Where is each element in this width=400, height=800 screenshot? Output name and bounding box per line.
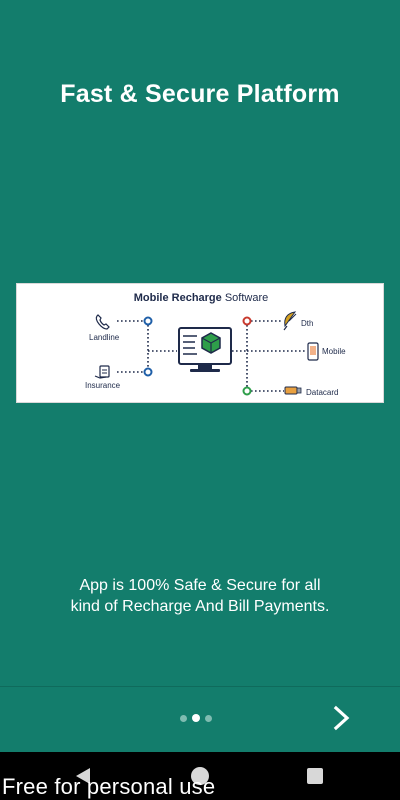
mobile-icon [307,342,319,361]
phone-icon [95,314,110,330]
usb-datacard-icon [284,386,302,395]
system-navigation-bar [0,752,400,800]
landline-label: Landline [89,333,120,342]
description-line-1: App is 100% Safe & Secure for all [79,577,321,594]
dth-label: Dth [301,319,313,328]
recent-square-icon[interactable] [307,768,323,784]
chevron-right-icon [333,705,350,731]
page-title: Fast & Secure Platform [60,80,340,108]
page-dot-3[interactable] [205,714,212,722]
satellite-dish-icon [283,311,297,331]
connector-lines [117,320,307,392]
insurance-icon [94,365,110,379]
banner-title-regular: Software [222,292,268,304]
insurance-label: Insurance [85,381,121,390]
description-line-2: kind of Recharge And Bill Payments. [70,598,330,615]
watermark-text: Free for personal use [2,774,216,799]
dth-node [242,316,252,326]
mobile-recharge-banner: Mobile Recharge Software [16,283,384,403]
next-button[interactable] [326,700,358,736]
bottom-divider [0,686,400,687]
mobile-label: Mobile [322,347,346,356]
description-text: App is 100% Safe & Secure for all kind o… [30,575,370,617]
home-circle-icon[interactable] [191,767,209,785]
back-triangle-icon[interactable] [74,766,92,786]
monitor-cube-icon [178,327,232,372]
datacard-node [242,386,252,396]
page-dot-2-active[interactable] [192,714,200,722]
insurance-node [143,367,153,377]
recharge-diagram: Mobile Recharge Software [85,292,346,397]
datacard-label: Datacard [306,388,338,397]
page-dot-1[interactable] [180,714,187,722]
banner-title-bold: Mobile Recharge [134,292,222,304]
page-indicator [180,714,212,722]
banner-title: Mobile Recharge Software [134,292,269,304]
onboarding-screen: Fast & Secure Platform Mobile Recharge S… [0,80,400,736]
landline-node [143,316,153,326]
